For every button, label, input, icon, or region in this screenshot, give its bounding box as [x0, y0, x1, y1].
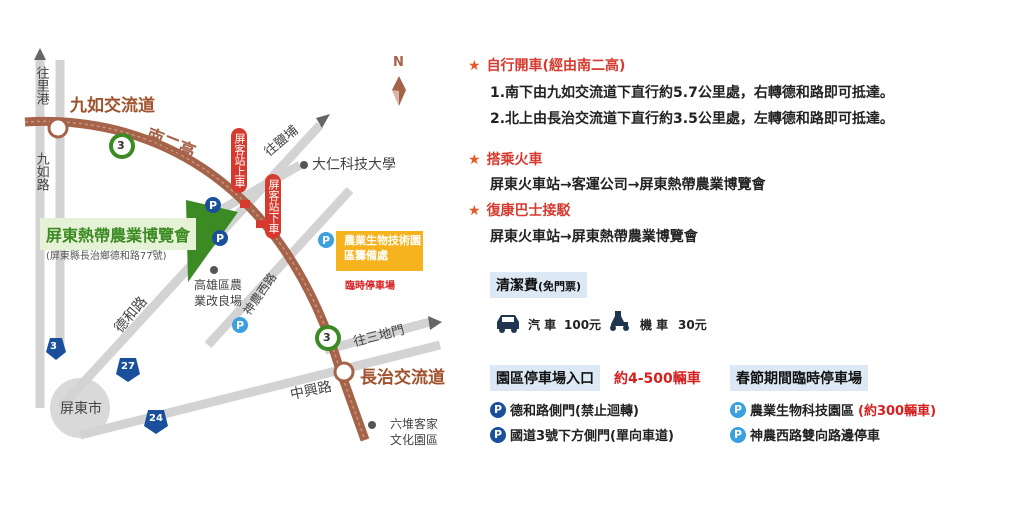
jiuru-interchange-marker [47, 117, 69, 139]
dajen-univ-label: 大仁科技大學 [312, 157, 396, 173]
route3-shield-south [315, 325, 341, 351]
info-panel: ★自行開車(經由南二高) 1.南下由九如交流道下直行約5.7公里處，右轉德和路即… [468, 0, 1024, 506]
car-label: 汽 車 [528, 318, 557, 332]
station-down-label: 屏客站下車 [265, 174, 281, 239]
kaohsiung-improvement-label: 高雄區農業改良場 [194, 278, 243, 308]
bus-stop-icon [256, 220, 266, 228]
changzhi-interchange-label: 長治交流道 [360, 368, 445, 388]
star-icon: ★ [468, 203, 481, 219]
train-section-title: ★搭乘火車 [468, 152, 543, 168]
bus-stop-icon [240, 200, 250, 208]
parking-icon-light: P [730, 426, 746, 443]
parking-icon: P [490, 401, 506, 418]
liudui-dot [368, 421, 376, 429]
fest-item-1: P 農業生物科技園區(約300輛車) [730, 400, 936, 419]
route3-blue-number: 3 [50, 341, 57, 352]
fee-title: 清潔費(免門票) [490, 272, 588, 298]
route24-shield [144, 410, 168, 434]
route3-number-south: 3 [323, 331, 331, 344]
expo-address-label: (屏東縣長治鄉德和路77號) [46, 251, 167, 262]
north-arrow-up [34, 48, 46, 60]
parking-icon: P [212, 230, 228, 246]
sandimen-road [323, 317, 432, 355]
moto-label: 機 車 [640, 318, 669, 332]
scooter-icon [610, 311, 629, 331]
bike-line-1: 1.南下由九如交流道下直行約5.7公里處，右轉德和路即可抵達。 [490, 85, 894, 101]
pingtung-city-label: 屏東市 [60, 401, 102, 417]
dajen-dot [300, 161, 308, 169]
zhongxing-road [78, 340, 442, 440]
arrow-sandimen [428, 316, 442, 330]
station-up-label: 屏客站上車 [231, 128, 247, 193]
parking-icon-light: P [730, 401, 746, 418]
bike-line-2: 2.北上由長治交流道下直行約3.5公里處，左轉德和路即可抵達。 [490, 111, 894, 127]
north-label: N [393, 55, 404, 70]
car-icon [497, 315, 519, 333]
liudui-hakka-label: 六堆客家文化園區 [389, 417, 438, 448]
pingtung-city-area [50, 378, 110, 438]
route24-number: 24 [149, 413, 163, 424]
jiuru-road-label: 九如路 [33, 152, 49, 191]
to-ligang-label: 往里港 [33, 66, 49, 105]
car-price: 100元 [564, 318, 602, 332]
park-item-1: P 德和路側門(禁止迴轉) [490, 400, 639, 419]
arrow-yanpu [316, 114, 330, 128]
park-entry-title: 園區停車場入口 [490, 365, 600, 391]
temp-parking-label: 臨時停車場 [345, 281, 395, 292]
route3-blue-shield [46, 338, 66, 360]
parking-icon: P [205, 197, 221, 213]
kaohsiung-dot [210, 266, 218, 274]
bus-line: 屏東火車站→屏東熱帶農業博覽會 [490, 229, 698, 245]
train-line: 屏東火車站→客運公司→屏東熱帶農業博覽會 [490, 177, 766, 193]
route3-number: 3 [117, 139, 125, 152]
freeway-3 [24, 116, 370, 442]
parking-icon: P [490, 426, 506, 443]
route27-number: 27 [121, 361, 135, 372]
expo-name-label: 屏東熱帶農業博覽會 [40, 218, 197, 250]
biotech-park-label: 農業生物技術園區籌備處 [336, 231, 423, 271]
star-icon: ★ [468, 58, 481, 74]
map: 往里港 九如交流道 九如路 南二高 3 3 往鹽埔 大仁科技大學 N 屏客站上車… [0, 0, 470, 506]
shennong-w-road [204, 186, 354, 349]
park-item-2: P 國道3號下方側門(單向車道) [490, 425, 674, 444]
bus-section-title: ★復康巴士接駁 [468, 203, 571, 219]
star-icon: ★ [468, 152, 481, 168]
route3-shield-north [109, 133, 135, 159]
park-entry-count: 約4-500輛車 [614, 371, 701, 387]
festival-parking-title: 春節期間臨時停車場 [730, 365, 868, 391]
route27-shield [116, 358, 140, 382]
parking-icon-light: P [232, 317, 248, 333]
fest-item-2: P 神農西路雙向路邊停車 [730, 425, 880, 444]
jiuru-interchange-label: 九如交流道 [70, 96, 155, 116]
moto-price: 30元 [678, 318, 707, 332]
parking-icon-light: P [318, 232, 334, 248]
changzhi-interchange-marker [333, 361, 355, 383]
bike-section-title: ★自行開車(經由南二高) [468, 58, 626, 74]
